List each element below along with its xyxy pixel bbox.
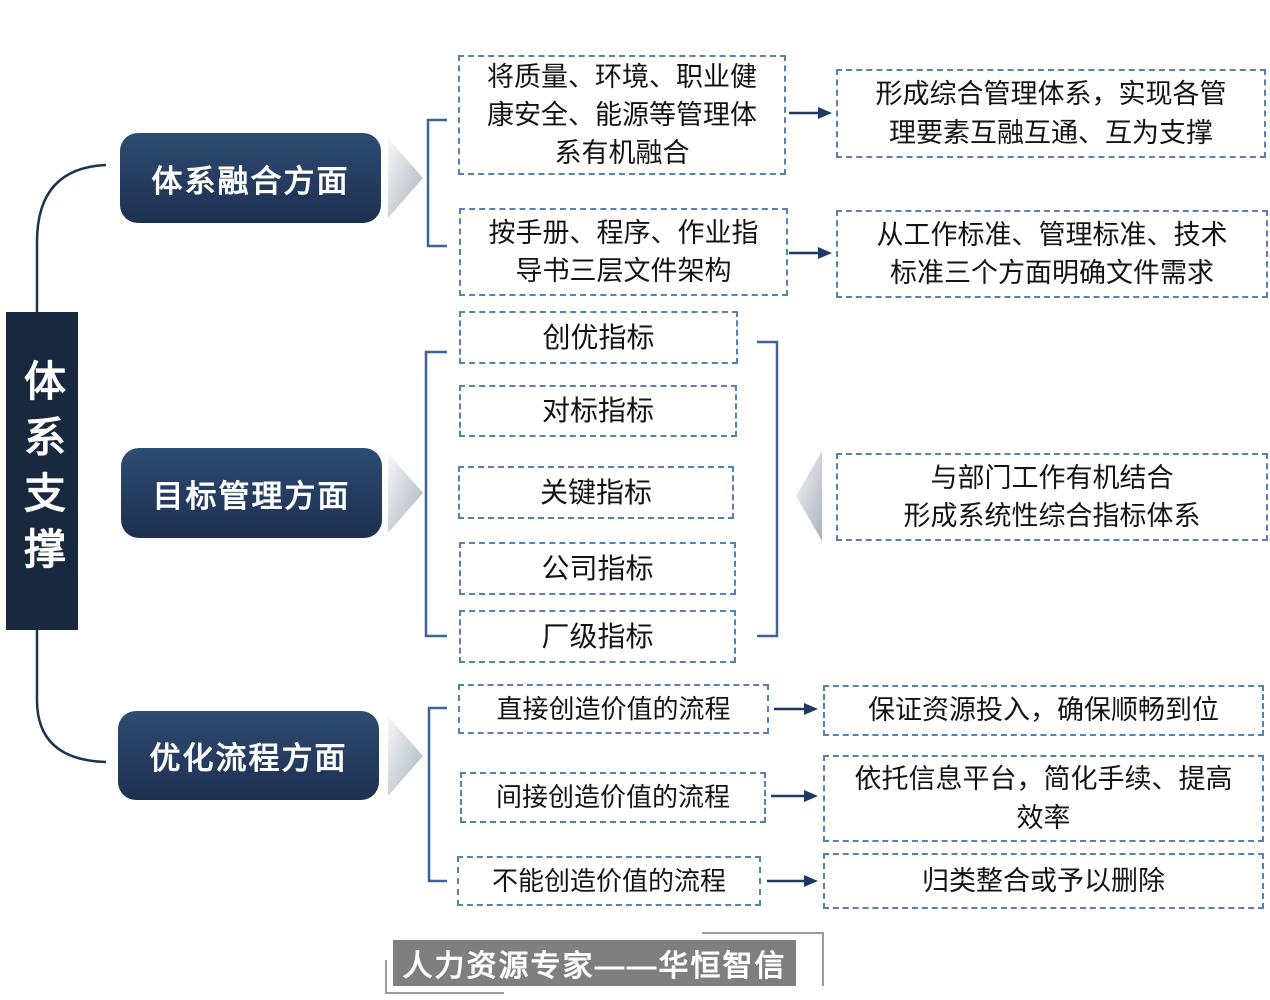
root-label: 体系支撑 bbox=[18, 359, 66, 583]
branch-fusion: 体系融合方面 bbox=[120, 133, 381, 223]
fusion-bracket bbox=[426, 118, 447, 248]
fusion-effect-box-1: 形成综合管理体系，实现各管理要素互融互通、互为支撑 bbox=[836, 69, 1266, 158]
trunk-curve-bottom bbox=[35, 630, 107, 764]
indicator-box-3: 关键指标 bbox=[458, 466, 734, 519]
fusion-cause-box-1: 将质量、环境、职业健康安全、能源等管理体系有机融合 bbox=[458, 55, 786, 175]
goal-summary-chevron-icon bbox=[796, 451, 822, 541]
section-chevrons bbox=[388, 138, 822, 796]
goal-right-bracket bbox=[757, 340, 779, 638]
footer-frame-bottomleft bbox=[385, 960, 504, 994]
root-node: 体系支撑 bbox=[6, 312, 78, 630]
flow-arrows bbox=[767, 107, 832, 887]
brackets bbox=[424, 118, 779, 883]
footer-frame-topright bbox=[702, 932, 824, 986]
fusion-effect-box-2: 从工作标准、管理标准、技术标准三个方面明确文件需求 bbox=[836, 210, 1268, 298]
branch-goal: 目标管理方面 bbox=[121, 448, 382, 538]
process-effect-box-3: 归类整合或予以删除 bbox=[823, 853, 1264, 909]
process-effect-box-2: 依托信息平台，简化手续、提高效率 bbox=[823, 755, 1264, 842]
fusion-chevron-icon bbox=[388, 138, 423, 218]
branch-process: 优化流程方面 bbox=[118, 711, 379, 800]
indicator-box-2: 对标指标 bbox=[459, 385, 737, 437]
process-effect-box-1: 保证资源投入，确保顺畅到位 bbox=[823, 685, 1264, 736]
process-chevron-icon bbox=[388, 716, 423, 796]
process-cause-box-1: 直接创造价值的流程 bbox=[458, 684, 769, 734]
indicator-box-1: 创优指标 bbox=[459, 311, 738, 364]
process-cause-box-2: 间接创造价值的流程 bbox=[460, 772, 766, 823]
indicator-box-4: 公司指标 bbox=[459, 542, 736, 595]
indicator-box-5: 厂级指标 bbox=[459, 610, 736, 663]
footer-banner: 人力资源专家——华恒智信 bbox=[393, 940, 796, 986]
footer-frame bbox=[385, 932, 824, 994]
trunk-connectors bbox=[35, 163, 107, 764]
goal-chevron-icon bbox=[388, 453, 423, 533]
trunk-curve-top bbox=[35, 163, 107, 313]
goal-left-bracket bbox=[424, 350, 447, 638]
process-bracket bbox=[427, 706, 447, 883]
goal-summary-box: 与部门工作有机结合 形成系统性综合指标体系 bbox=[836, 453, 1268, 541]
process-cause-box-3: 不能创造价值的流程 bbox=[457, 856, 761, 906]
fusion-cause-box-2: 按手册、程序、作业指导书三层文件架构 bbox=[459, 208, 788, 296]
